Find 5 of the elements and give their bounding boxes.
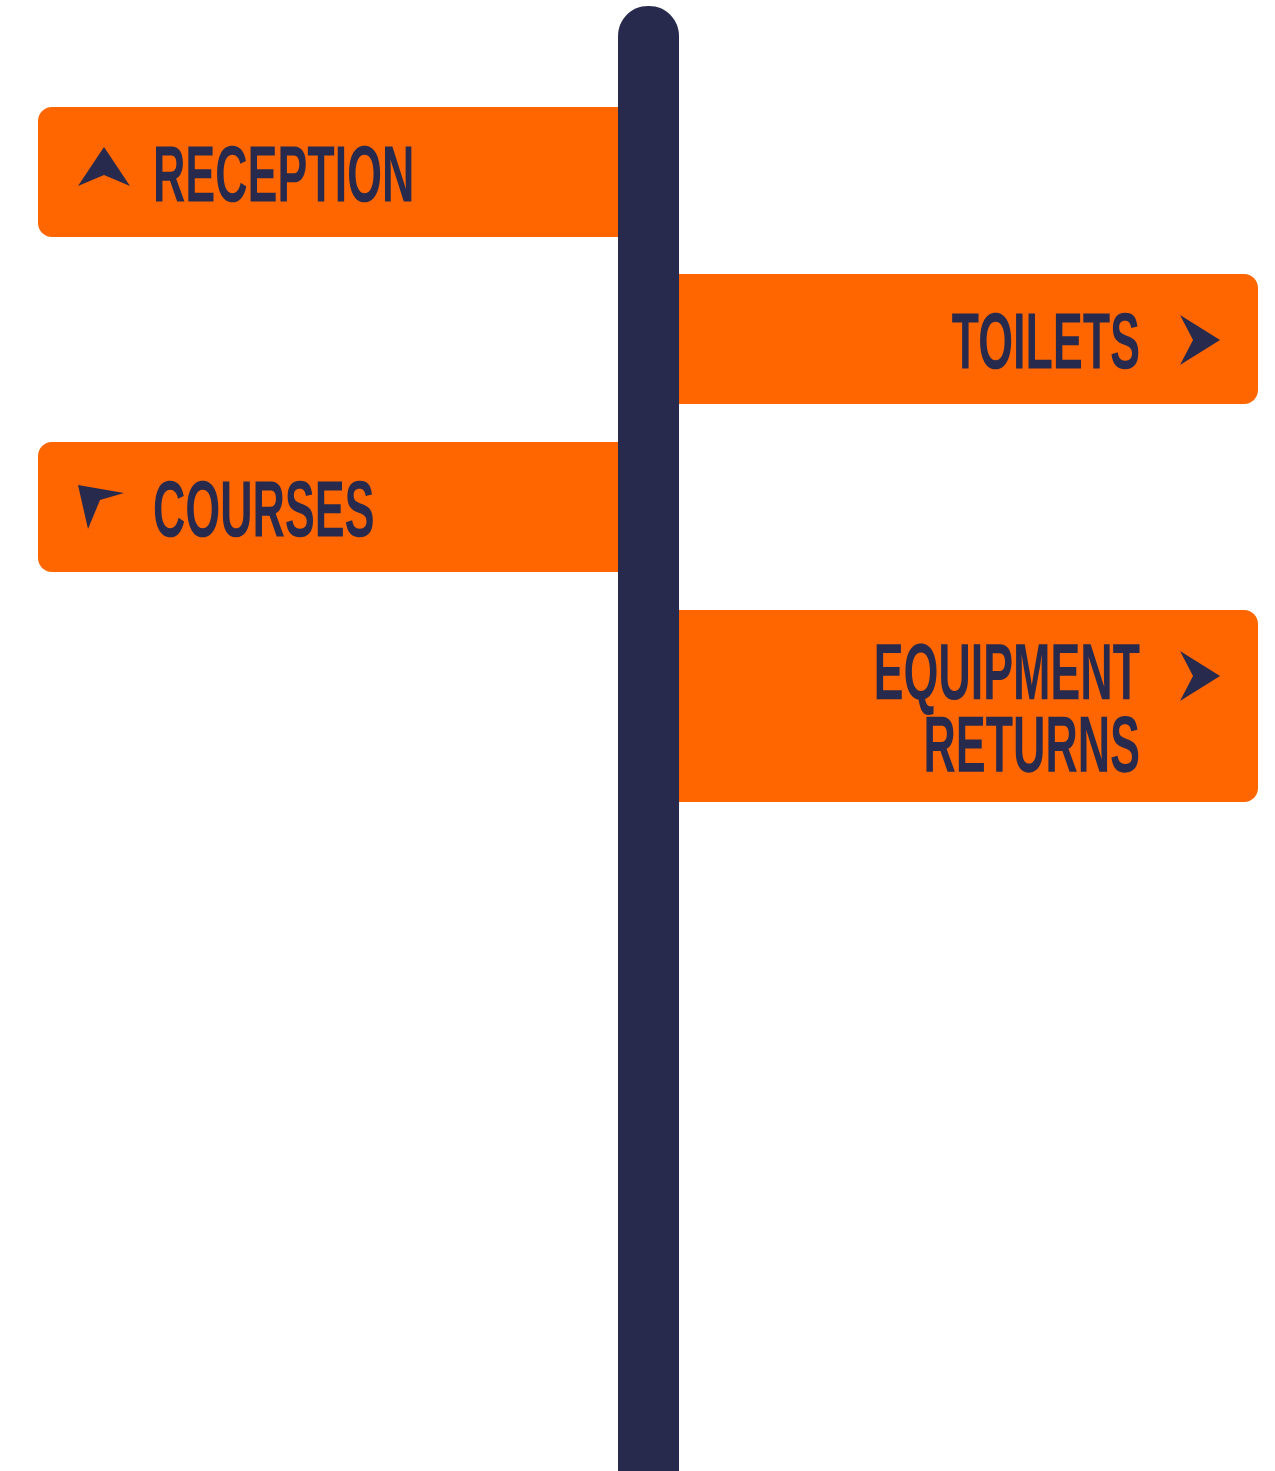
sign-board: TOILETS [663, 274, 1258, 404]
sign-board: RECEPTION [38, 107, 633, 237]
sign-board: COURSES [38, 442, 633, 572]
signpost-pole [618, 6, 679, 1471]
sign-board: EQUIPMENT RETURNS [663, 610, 1258, 802]
